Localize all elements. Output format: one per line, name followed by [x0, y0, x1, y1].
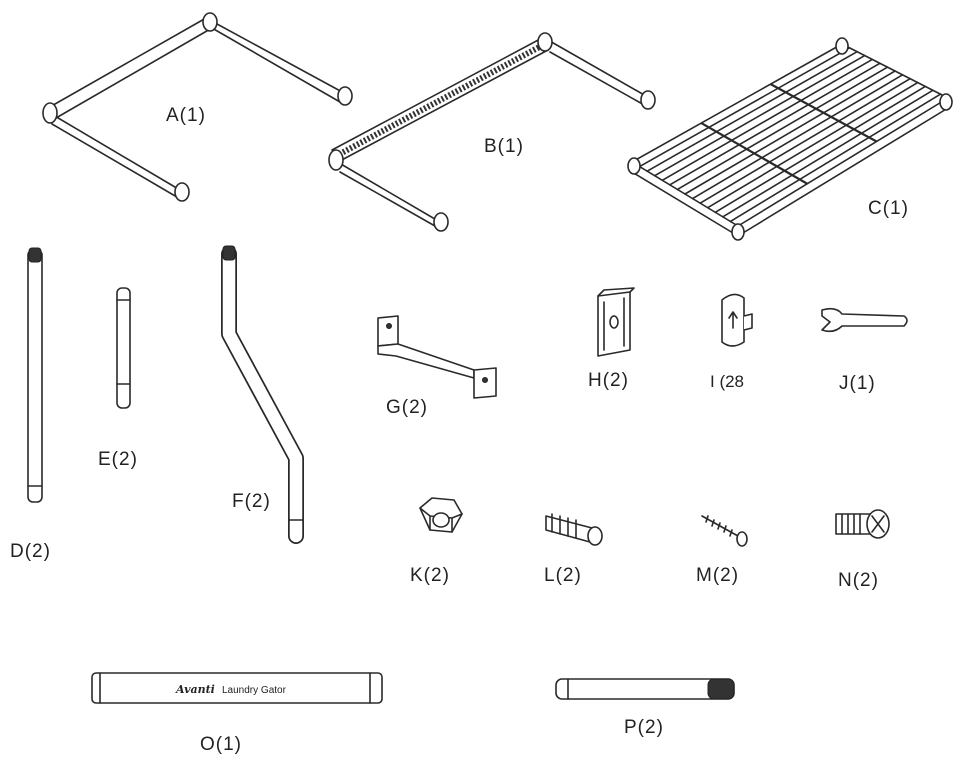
- part-e-pole-icon: [116, 287, 131, 409]
- part-i-sleeve-icon: [721, 293, 753, 347]
- part-m-screw-icon: [701, 515, 748, 547]
- part-e-label: E(2): [98, 449, 138, 470]
- part-p-label: P(2): [624, 717, 664, 738]
- part-k-nut-icon: [419, 497, 463, 533]
- part-g-label: G(2): [386, 397, 428, 418]
- part-o-brand: Avanti: [175, 683, 215, 696]
- part-k-label: K(2): [410, 565, 450, 586]
- part-m-label: M(2): [696, 565, 740, 586]
- part-o-tube-icon: Avanti Laundry Gator: [91, 672, 383, 704]
- part-n-screw-icon: [835, 509, 890, 539]
- part-d-label: D(2): [10, 541, 51, 562]
- part-c-shelf-icon: [627, 37, 953, 241]
- part-a-label: A(1): [166, 105, 206, 126]
- part-p-pipe-icon: [555, 678, 735, 700]
- part-g-bracket-icon: [377, 315, 497, 399]
- part-i-label: I (28: [710, 372, 745, 391]
- part-h-clip-icon: [597, 287, 635, 357]
- part-f-pole-icon: [221, 245, 304, 544]
- part-o-print: Laundry Gator: [222, 685, 287, 696]
- part-b-label: B(1): [484, 136, 524, 157]
- part-o-label: O(1): [200, 734, 242, 755]
- part-n-label: N(2): [838, 570, 879, 591]
- part-j-wrench-icon: [821, 307, 908, 333]
- part-l-anchor-icon: [545, 513, 603, 546]
- part-c-label: C(1): [868, 198, 909, 219]
- part-f-label: F(2): [232, 491, 271, 512]
- part-d-pole-icon: [27, 247, 43, 503]
- part-l-label: L(2): [544, 565, 582, 586]
- part-b-frame-icon: [328, 32, 656, 232]
- part-h-label: H(2): [588, 370, 629, 391]
- part-j-label: J(1): [839, 373, 876, 394]
- part-a-frame-icon: [42, 12, 353, 202]
